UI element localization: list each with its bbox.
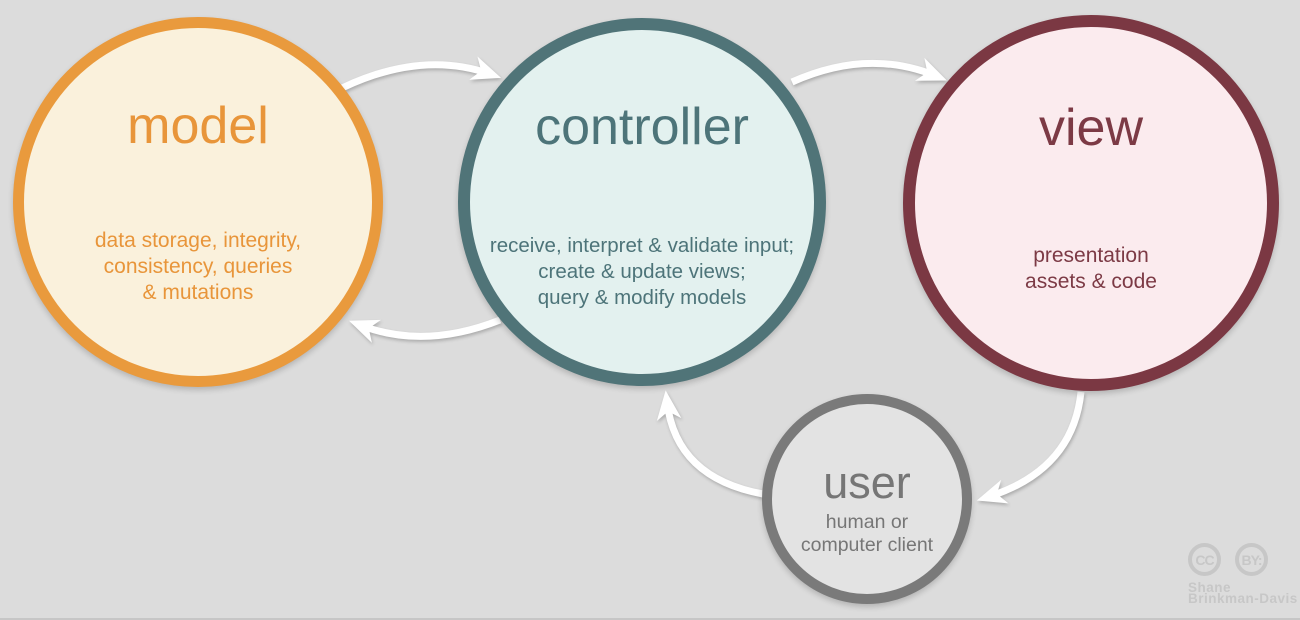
node-model: model data storage, integrity, consisten…: [13, 17, 383, 387]
author-credit: Shane Brinkman-Davis: [1188, 580, 1298, 606]
arrow-controller-to-model-icon: [349, 316, 502, 343]
node-view: view presentation assets & code: [903, 15, 1279, 391]
arrow-user-to-controller-icon: [656, 390, 764, 498]
cc-by-icon: BY:: [1235, 543, 1268, 576]
node-user: user human or computer client: [762, 394, 972, 604]
controller-description: receive, interpret & validate input; cre…: [489, 234, 795, 309]
view-title: view: [1038, 99, 1144, 157]
view-description: presentation assets & code: [1025, 244, 1157, 293]
controller-title: controller: [535, 98, 749, 156]
license-badges: CC BY:: [1188, 543, 1298, 576]
model-title: model: [127, 97, 269, 155]
cc-icon: CC: [1188, 543, 1221, 576]
model-description: data storage, integrity, consistency, qu…: [94, 229, 302, 304]
user-description: human or computer client: [800, 511, 934, 556]
license-attribution: CC BY: Shane Brinkman-Davis: [1188, 543, 1298, 606]
node-controller: controller receive, interpret & validate…: [458, 18, 826, 386]
user-title: user: [823, 457, 911, 508]
arrow-view-to-user-icon: [976, 391, 1085, 504]
bottom-edge-divider: [0, 618, 1300, 620]
arrow-model-to-controller-icon: [340, 56, 502, 92]
arrow-controller-to-view-icon: [790, 57, 947, 86]
